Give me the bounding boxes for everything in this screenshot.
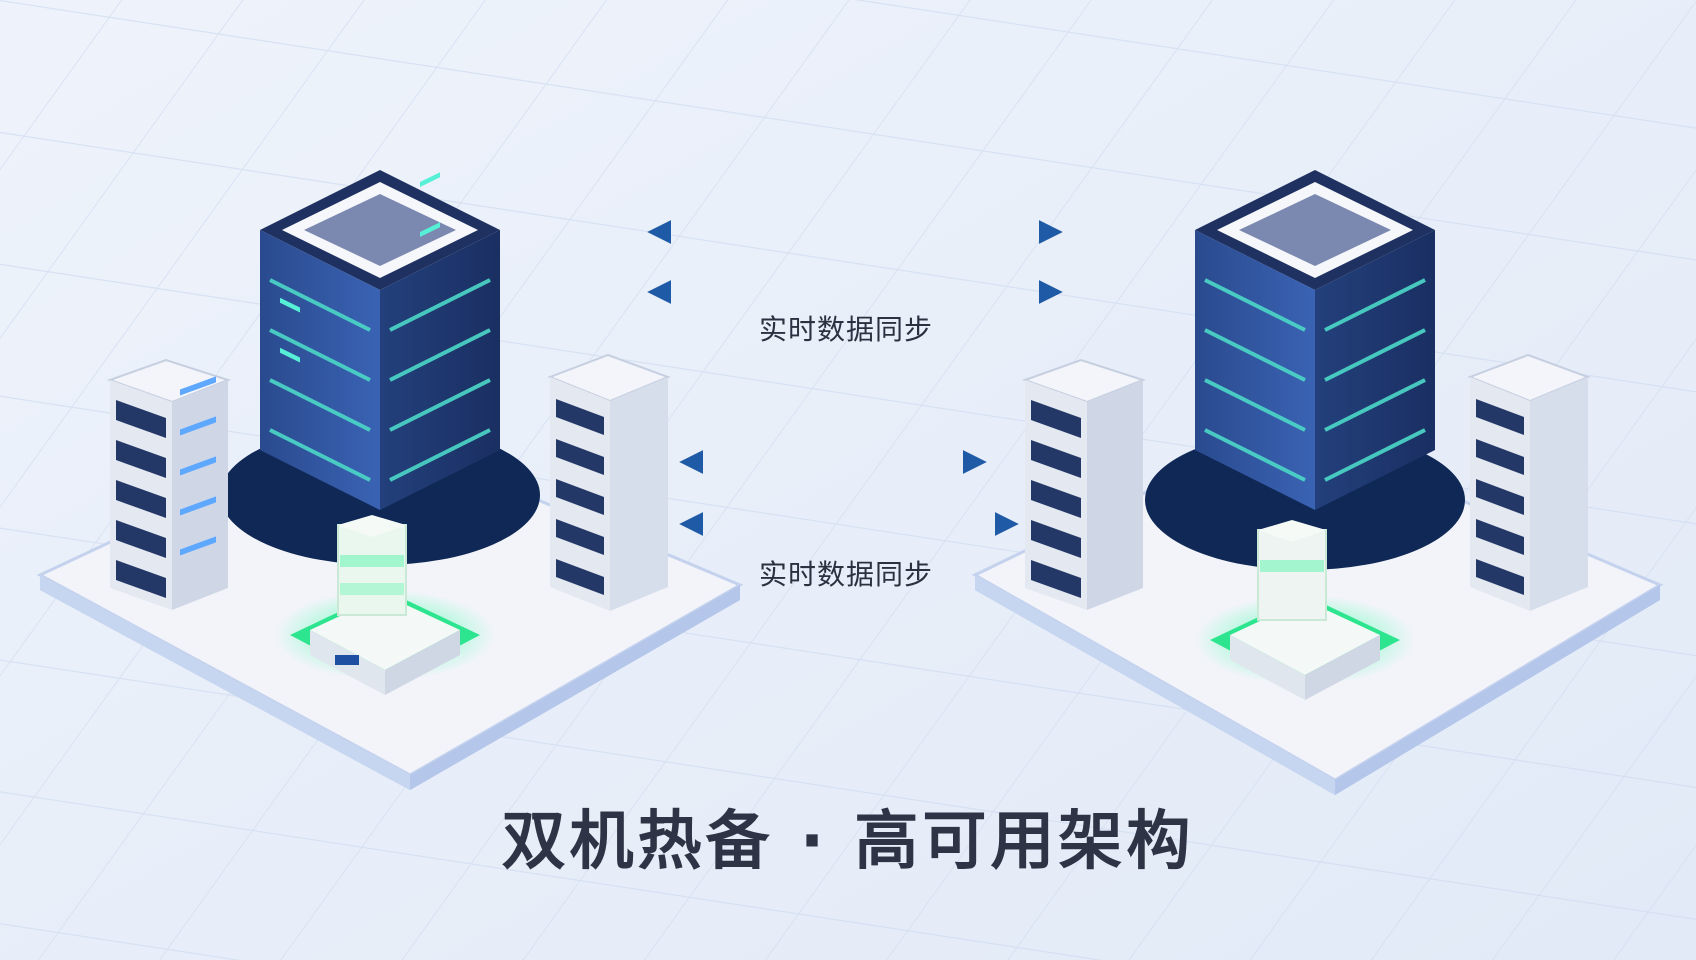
sync-arrows [647,220,1063,536]
left-rack-a [107,358,231,610]
active-status-unit-b [1195,520,1415,700]
page-title: 双机热备 · 高可用架构 [501,805,1195,879]
sync-label-top: 实时数据同步 [758,313,934,346]
left-rack-b [1022,358,1146,610]
active-status-unit-a [275,515,495,695]
main-tower-a [260,170,500,510]
node-a [36,170,744,790]
main-tower-b [1195,170,1435,510]
right-rack-a [547,353,671,611]
right-rack-b [1467,353,1591,611]
node-b [971,170,1664,795]
sync-label-bottom: 实时数据同步 [758,558,934,591]
